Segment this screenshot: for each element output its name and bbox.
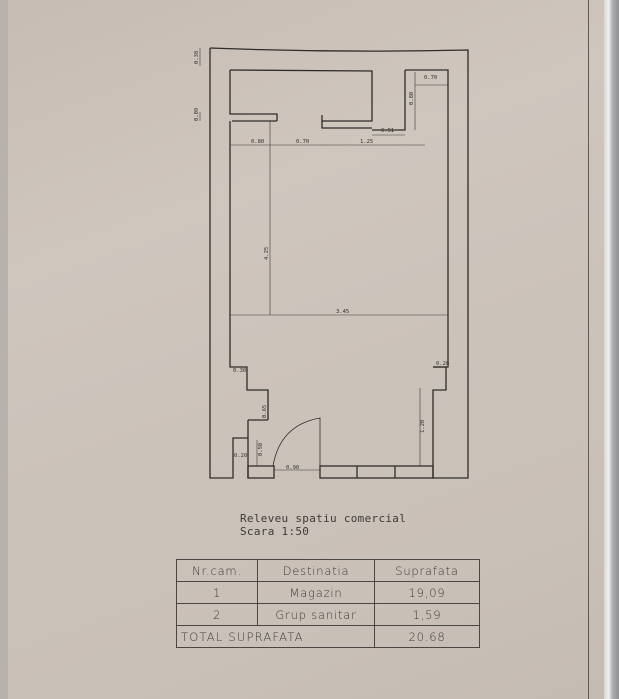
svg-text:0.65: 0.65 xyxy=(262,405,268,418)
paper-edge xyxy=(604,0,619,699)
svg-text:0.80: 0.80 xyxy=(409,92,415,105)
table-header-row: Nr.cam. Destinatia Suprafata xyxy=(176,559,480,582)
background-left xyxy=(0,0,10,699)
table-total-row: TOTAL SUPRAFATA 20.68 xyxy=(176,625,480,648)
svg-text:0.30: 0.30 xyxy=(233,368,246,374)
svg-text:0.80: 0.80 xyxy=(251,139,264,145)
svg-text:1.25: 1.25 xyxy=(360,139,373,145)
outer-wall-right xyxy=(209,47,469,479)
plan-title: Releveu spatiu comercial xyxy=(240,512,407,525)
cell-suprafata: 19,09 xyxy=(374,581,480,604)
svg-text:0.70: 0.70 xyxy=(296,139,309,145)
svg-text:0.51: 0.51 xyxy=(381,128,394,134)
plan-caption: Releveu spatiu comercial Scara 1:50 xyxy=(240,512,406,538)
svg-text:0.70: 0.70 xyxy=(424,75,437,81)
cell-destinatia: Magazin xyxy=(257,581,375,604)
svg-text:3.45: 3.45 xyxy=(336,309,349,315)
cell-nr: 1 xyxy=(176,581,258,604)
svg-text:0.09: 0.09 xyxy=(194,108,200,121)
outer-wall-left xyxy=(209,48,248,479)
svg-text:0.20: 0.20 xyxy=(436,361,449,367)
svg-text:0.38: 0.38 xyxy=(194,51,200,64)
cell-destinatia: Grup sanitar xyxy=(257,603,375,626)
svg-text:4.25: 4.25 xyxy=(264,247,270,260)
header-nr: Nr.cam. xyxy=(176,559,258,582)
table-row: 1 Magazin 19,09 xyxy=(176,581,480,604)
drawing-frame-line xyxy=(588,0,589,699)
table-row: 2 Grup sanitar 1,59 xyxy=(176,603,480,626)
header-destinatia: Destinatia xyxy=(257,559,375,582)
area-table: Nr.cam. Destinatia Suprafata 1 Magazin 1… xyxy=(176,559,480,648)
total-label: TOTAL SUPRAFATA xyxy=(176,625,375,648)
header-suprafata: Suprafata xyxy=(374,559,480,582)
svg-text:0.20: 0.20 xyxy=(234,453,247,459)
total-value: 20.68 xyxy=(374,625,480,648)
svg-text:1.20: 1.20 xyxy=(420,420,426,433)
door-swing-icon xyxy=(272,417,321,467)
plan-scale: Scara 1:50 xyxy=(240,525,310,538)
svg-text:0.90: 0.90 xyxy=(286,465,299,471)
cell-nr: 2 xyxy=(176,603,258,626)
svg-text:0.50: 0.50 xyxy=(258,443,264,456)
cell-suprafata: 1,59 xyxy=(374,603,480,626)
